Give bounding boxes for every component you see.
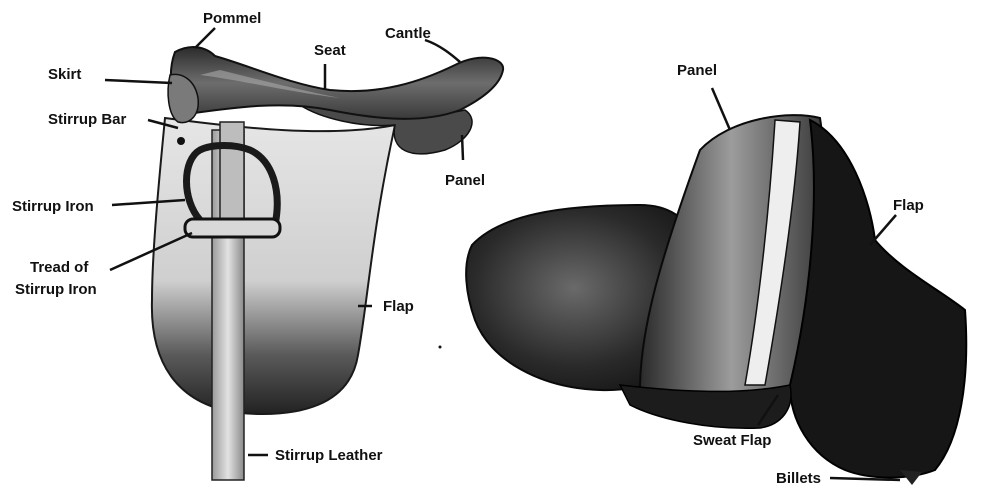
label-stirrup-leather: Stirrup Leather	[275, 447, 383, 464]
leader-right-panel	[712, 88, 730, 130]
label-left-flap: Flap	[383, 298, 414, 315]
leader-skirt	[105, 80, 172, 83]
label-tread-line1: Tread of	[30, 259, 89, 276]
stirrup-tread-shape	[185, 219, 280, 237]
stirrup-bar-dot	[177, 137, 185, 145]
label-left-panel: Panel	[445, 172, 485, 189]
right-sweat-flap-shape	[620, 385, 791, 428]
label-stirrup-iron: Stirrup Iron	[12, 198, 94, 215]
right-flap-shape	[790, 120, 966, 478]
label-seat: Seat	[314, 42, 346, 59]
label-right-panel: Panel	[677, 62, 717, 79]
label-skirt: Skirt	[48, 66, 81, 83]
label-stirrup-bar: Stirrup Bar	[48, 111, 127, 128]
leader-cantle	[425, 40, 460, 62]
leader-pommel	[195, 28, 215, 48]
label-right-flap: Flap	[893, 197, 924, 214]
stray-dot	[439, 346, 442, 349]
side-view-saddle	[152, 47, 503, 480]
label-sweat-flap: Sweat Flap	[693, 432, 771, 449]
label-pommel: Pommel	[203, 10, 261, 27]
label-tread-line2: Stirrup Iron	[15, 281, 97, 298]
underside-view-saddle	[439, 115, 967, 485]
label-cantle: Cantle	[385, 25, 431, 42]
label-billets: Billets	[776, 470, 821, 487]
stirrup-leather-top	[220, 122, 244, 232]
leader-left-panel	[462, 135, 463, 160]
